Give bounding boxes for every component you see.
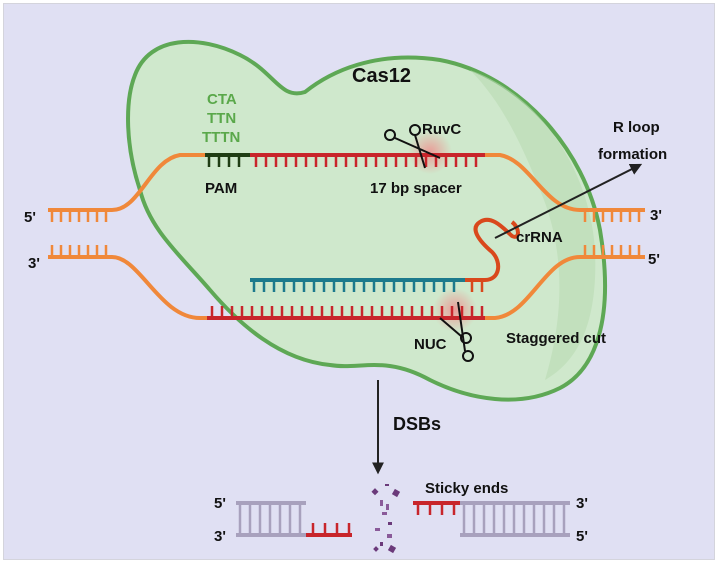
left-bottom-end-label: 3': [28, 255, 40, 272]
r-loop-label-line2: formation: [598, 146, 667, 163]
product-right-top-end-label: 3': [576, 495, 588, 512]
top-strand-left-flank: [48, 153, 205, 212]
bottom-strand-right-flank: [485, 255, 645, 320]
pam-sequence-1: CTA: [207, 91, 237, 108]
product-left-dsDNA: [236, 501, 352, 537]
dsbs-label: DSBs: [393, 414, 441, 434]
cas12-label: Cas12: [352, 65, 411, 87]
product-right-dsDNA: [413, 501, 570, 537]
right-bottom-end-label: 5': [648, 251, 660, 268]
r-loop-arrow: [494, 163, 643, 239]
staggered-cut-label: Staggered cut: [506, 330, 606, 347]
crrna-handle: [465, 217, 520, 282]
pam-sequence-2: TTN: [207, 110, 236, 127]
protein-shading: [470, 70, 596, 380]
pam-label: PAM: [205, 180, 237, 197]
base-pair-ticks: [50, 155, 641, 318]
pam-sequence-3: TTTN: [202, 129, 240, 146]
left-top-end-label: 5': [24, 209, 36, 226]
r-loop-label-line1: R loop: [613, 119, 660, 136]
ruvc-cut-glow: [408, 130, 452, 174]
nuc-cut-glow: [433, 288, 477, 332]
product-left-bottom-end-label: 3': [214, 528, 226, 545]
spacer-label: 17 bp spacer: [370, 180, 462, 197]
product-left-top-end-label: 5': [214, 495, 226, 512]
product-base-pair-ticks: [238, 503, 566, 535]
nuc-scissors-icon: [439, 301, 474, 362]
dna-debris-fragments: [371, 484, 401, 554]
product-right-bottom-end-label: 5': [576, 528, 588, 545]
sticky-ends-label: Sticky ends: [425, 480, 508, 497]
nuc-label: NUC: [414, 336, 447, 353]
ruvc-scissors-icon: [384, 124, 441, 169]
crrna-label: crRNA: [516, 229, 563, 246]
top-strand-right-flank: [485, 153, 645, 212]
cas12-protein: [126, 39, 608, 402]
bottom-strand-left-flank: [48, 255, 207, 320]
right-top-end-label: 3': [650, 207, 662, 224]
ruvc-label: RuvC: [422, 121, 461, 138]
